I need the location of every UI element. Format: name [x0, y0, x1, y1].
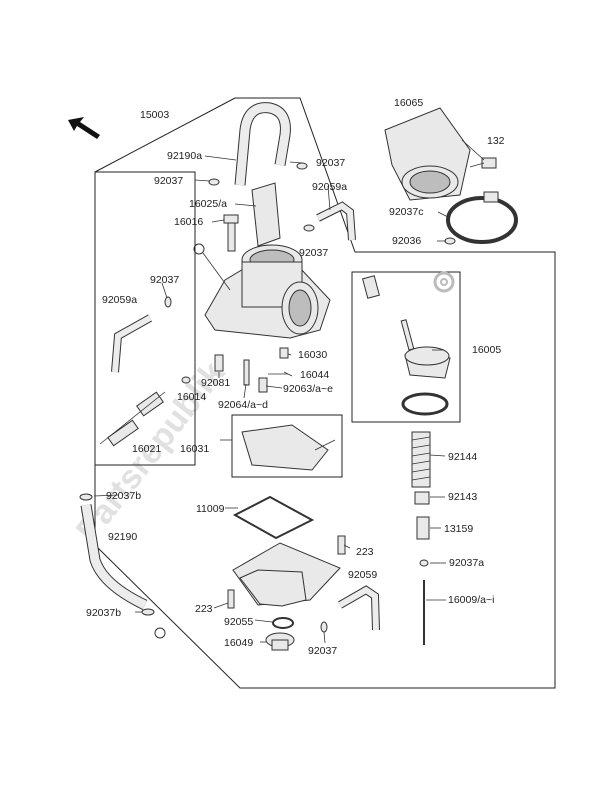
gasket-11009: [232, 495, 315, 540]
label-16025: 16025/a: [189, 198, 227, 210]
float-bowl: [227, 535, 346, 609]
part-13159: [416, 516, 430, 540]
label-92037c: 92037c: [389, 206, 423, 218]
label-11009: 11009: [196, 503, 225, 515]
plug-92064: [258, 377, 268, 393]
label-92064: 92064/a~d: [218, 399, 268, 411]
label-92037-top: 92037: [316, 157, 345, 169]
label-223-left: 223: [195, 603, 213, 615]
label-15003: 15003: [140, 109, 169, 121]
o-ring-92055: [272, 617, 294, 629]
clamp-92037c: [446, 191, 518, 244]
label-16049: 16049: [224, 637, 253, 649]
label-92037-left: 92037: [154, 175, 183, 187]
plug-16049: [265, 632, 295, 651]
label-16016: 16016: [174, 216, 203, 228]
cap-16025: [251, 182, 281, 247]
label-16014: 16014: [177, 391, 206, 403]
label-92063: 92063/a~e: [283, 383, 333, 395]
label-92144: 92144: [448, 451, 477, 463]
leader-lines: [93, 139, 485, 644]
label-16065: 16065: [394, 97, 423, 109]
label-92037-side: 92037: [150, 274, 179, 286]
label-13159: 13159: [444, 523, 473, 535]
air-intake-boot: [384, 107, 471, 201]
label-92037-bot: 92037: [308, 645, 337, 657]
label-16005: 16005: [472, 344, 501, 356]
part-16030: [279, 347, 289, 359]
box-16031: [231, 414, 343, 478]
screw-92081: [214, 354, 224, 372]
label-223-right: 223: [356, 546, 374, 558]
assembly-frame: [94, 97, 556, 689]
washer-16014: [181, 376, 191, 384]
screw-92063: [243, 359, 250, 386]
front-arrow-icon: [68, 117, 100, 139]
part-92143: [414, 491, 430, 505]
label-92059a-left: 92059a: [102, 294, 137, 306]
label-16021: 16021: [132, 443, 161, 455]
label-92037a: 92037a: [449, 557, 484, 569]
carburetor-body: [193, 243, 331, 339]
label-92059: 92059: [348, 569, 377, 581]
spring-16021: [99, 391, 166, 447]
label-92037b-bot: 92037b: [86, 607, 121, 619]
label-132: 132: [487, 135, 505, 147]
label-92059a-right: 92059a: [312, 181, 347, 193]
label-16031: 16031: [180, 443, 209, 455]
label-92190: 92190: [108, 531, 137, 543]
label-92037-mid: 92037: [299, 247, 328, 259]
label-16044: 16044: [300, 369, 329, 381]
label-92190a: 92190a: [167, 150, 202, 162]
label-92081: 92081: [201, 377, 230, 389]
clip-92037a: [419, 559, 429, 567]
label-92036: 92036: [392, 235, 421, 247]
label-92037b-top: 92037b: [106, 490, 141, 502]
box-16005: [351, 271, 461, 423]
bolt-132: [469, 157, 497, 169]
label-92055: 92055: [224, 616, 253, 628]
pilot-air-screw-16016: [223, 214, 239, 252]
cap-92036: [444, 237, 456, 245]
gear-icon: [433, 271, 455, 293]
label-16030: 16030: [298, 349, 327, 361]
label-16009: 16009/a~i: [448, 594, 494, 606]
label-92143: 92143: [448, 491, 477, 503]
